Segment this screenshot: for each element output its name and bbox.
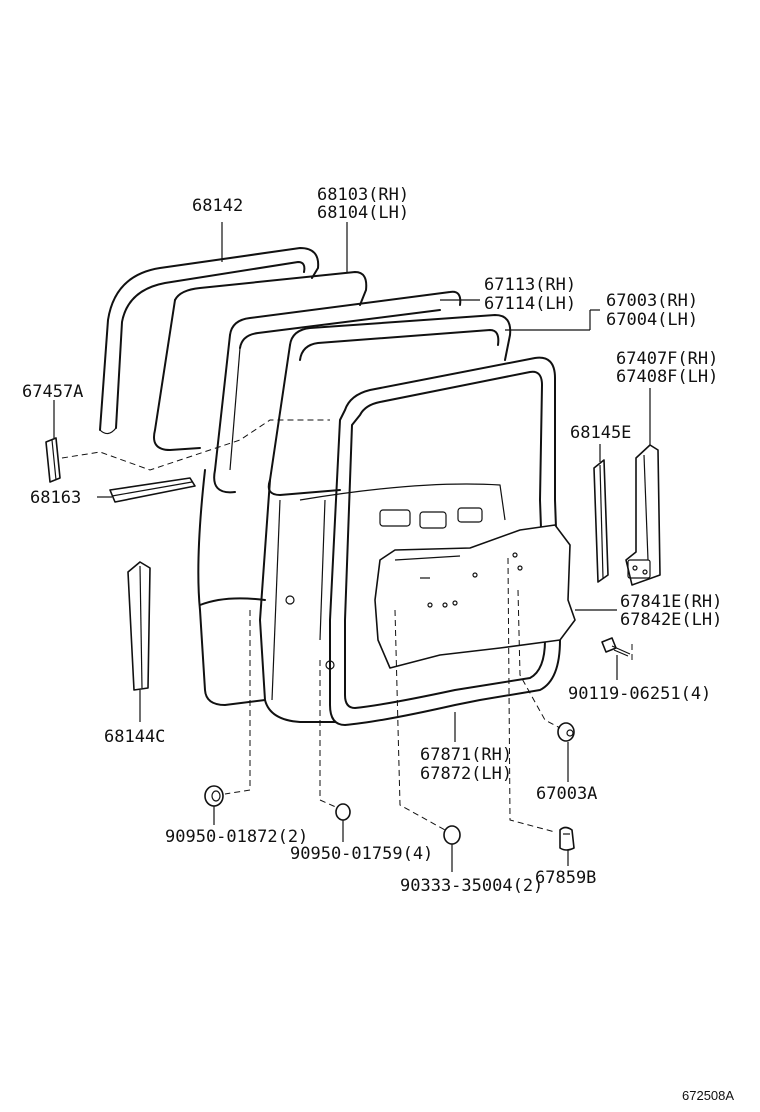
belt-moulding-68163 [109,477,196,503]
label-67114: 67114(LH) [484,294,576,314]
label-67003: 67003(RH) [606,291,698,311]
weatherstrip-68142 [99,247,320,435]
label-68103: 68103(RH) [317,185,409,205]
door-glass-68103 [153,271,368,451]
plug-90333 [443,825,461,845]
clip-67457a [45,437,61,483]
label-67871: 67871(RH) [420,745,512,765]
service-hole-cover-67841e [374,524,576,669]
door-frame-67113 [197,290,462,706]
grommet-67003a [557,722,575,742]
label-67004: 67004(LH) [606,310,698,330]
label-68163: 68163 [30,488,81,508]
label-68145e: 68145E [570,423,631,443]
label-67113: 67113(RH) [484,275,576,295]
label-67407f: 67407F(RH) [616,349,718,369]
division-bar-67407f [625,444,661,586]
label-90333: 90333-35004(2) [400,876,543,896]
label-67841e: 67841E(RH) [620,592,722,612]
dashed-guide-lines [61,419,633,833]
label-68104: 68104(LH) [317,203,409,223]
cap-67859b [559,826,575,851]
diagram-reference-code: 672508A [682,1088,734,1103]
label-67842e: 67842E(LH) [620,610,722,630]
channel-68145e [593,459,609,583]
label-67859b: 67859B [535,868,596,888]
label-68142: 68142 [192,196,243,216]
leader-lines [53,222,651,872]
label-90950-01872: 90950-01872(2) [165,827,308,847]
plug-90950-01872 [204,785,224,807]
channel-68144c [127,561,151,691]
weatherstrip-67871 [329,356,561,726]
label-67872: 67872(LH) [420,764,512,784]
label-67457a: 67457A [22,382,83,402]
label-67408f: 67408F(LH) [616,367,718,387]
bolt-90119 [601,637,631,657]
plug-90950-01759 [335,803,351,821]
label-68144c: 68144C [104,727,165,747]
label-90119: 90119-06251(4) [568,684,711,704]
label-90950-01759: 90950-01759(4) [290,844,433,864]
label-67003a: 67003A [536,784,597,804]
door-panel-67003 [259,314,512,723]
